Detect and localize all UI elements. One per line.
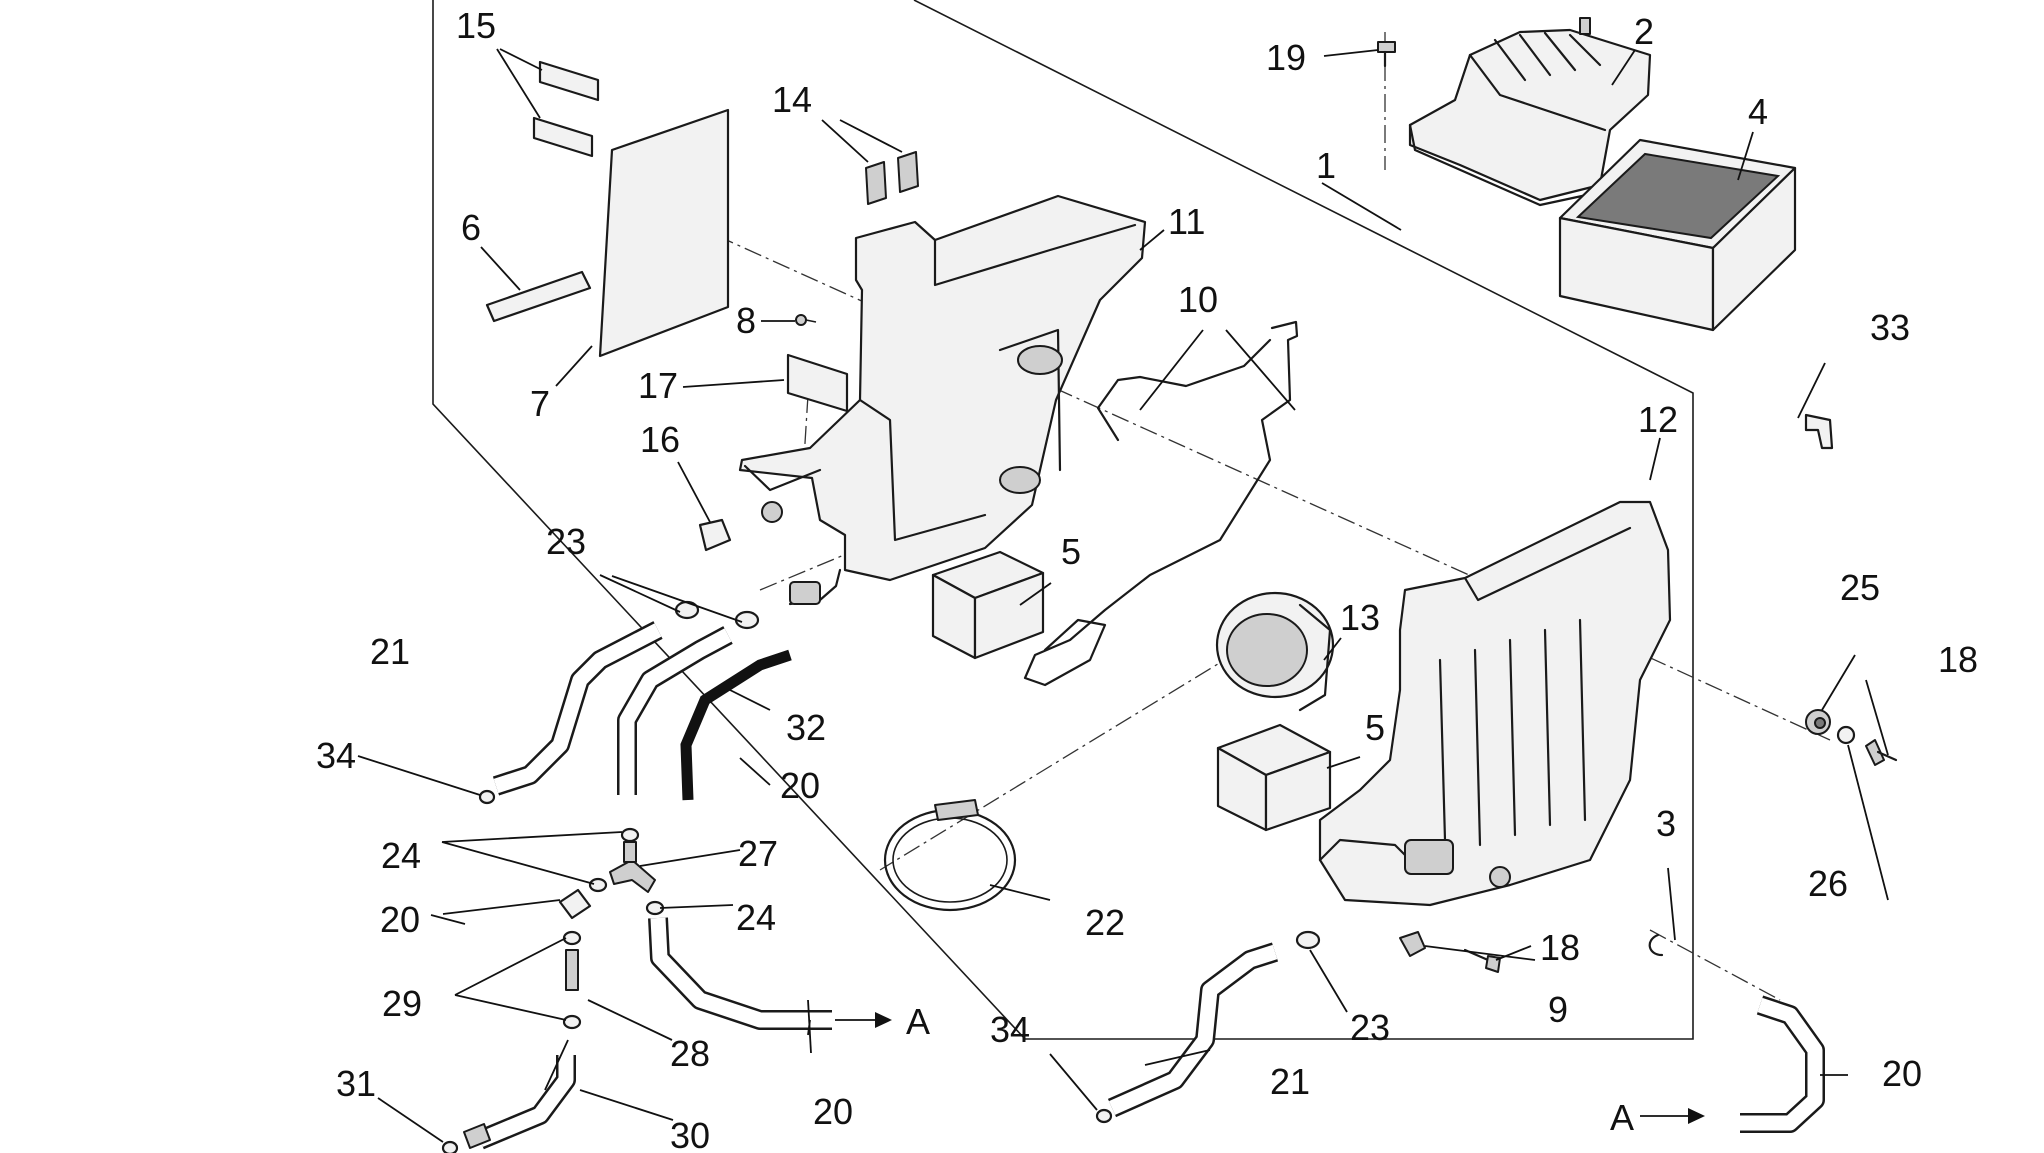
part-5-filter-upper <box>931 550 1045 660</box>
part-6-plate <box>485 270 592 323</box>
callout-29: 29 <box>382 983 422 1024</box>
part-13-sleeve <box>1215 591 1335 712</box>
callout-15: 15 <box>456 5 496 46</box>
part-16-cap <box>698 518 732 552</box>
callout-21-right: 21 <box>1270 1061 1310 1102</box>
part-22-clamp <box>883 799 1017 912</box>
part-26-washer <box>1836 725 1856 745</box>
hoses <box>476 621 1825 1150</box>
callout-26: 26 <box>1808 863 1848 904</box>
callout-7: 7 <box>530 383 550 424</box>
callout-34-bottom: 34 <box>990 1009 1030 1050</box>
callout-34-left: 34 <box>316 735 356 776</box>
part-19-screw <box>1377 41 1396 68</box>
callout-25: 25 <box>1840 567 1880 608</box>
callout-6: 6 <box>461 207 481 248</box>
arrow-label-from-a: A <box>1610 1097 1634 1138</box>
callout-20-right: 20 <box>1882 1053 1922 1094</box>
callout-23-lower: 23 <box>1350 1007 1390 1048</box>
callout-27: 27 <box>738 833 778 874</box>
callout-22: 22 <box>1085 902 1125 943</box>
fittings <box>441 600 1321 1153</box>
callout-labels: 1 2 3 4 5 5 6 7 8 9 10 11 12 13 14 15 16… <box>316 5 1978 1153</box>
callout-20-bottom: 20 <box>813 1091 853 1132</box>
callout-20-center: 20 <box>780 765 820 806</box>
callout-17: 17 <box>638 365 678 406</box>
callout-13: 13 <box>1340 597 1380 638</box>
part-14-clips <box>865 151 919 205</box>
callout-32: 32 <box>786 707 826 748</box>
callout-5-lower: 5 <box>1365 707 1385 748</box>
part-33-bracket <box>1804 413 1834 450</box>
callout-11: 11 <box>1168 201 1205 242</box>
callout-24-left: 24 <box>381 835 421 876</box>
part-15-labels <box>532 60 600 158</box>
part-12-housing <box>1318 500 1672 907</box>
part-10-gasket <box>1023 320 1299 687</box>
callout-21-left: 21 <box>370 631 410 672</box>
callout-10: 10 <box>1178 279 1218 320</box>
arrow-from-a <box>1640 1108 1705 1124</box>
callout-5-upper: 5 <box>1061 531 1081 572</box>
callout-9: 9 <box>1548 989 1568 1030</box>
arrow-label-to-a: A <box>906 1001 930 1042</box>
callout-24-right: 24 <box>736 897 776 938</box>
assembly-outline <box>432 0 1694 1040</box>
part-9-clip <box>1399 931 1426 957</box>
callout-2: 2 <box>1634 11 1654 52</box>
callout-23-upper: 23 <box>546 521 586 562</box>
callout-31: 31 <box>336 1063 376 1104</box>
leader-lines <box>357 48 1889 1143</box>
part-8-screw <box>795 314 817 326</box>
callout-14: 14 <box>772 79 812 120</box>
part-17-bracket <box>786 353 849 413</box>
callout-33: 33 <box>1870 307 1910 348</box>
part-25-grommet <box>1805 709 1831 735</box>
part-4-filter <box>1558 138 1797 332</box>
callout-30: 30 <box>670 1115 710 1153</box>
callout-3: 3 <box>1656 803 1676 844</box>
part-5-filter-lower <box>1216 723 1332 832</box>
arrow-to-a <box>835 1012 892 1028</box>
part-3-clip <box>1648 933 1664 957</box>
callout-12: 12 <box>1638 399 1678 440</box>
part-2-cover <box>1408 17 1652 207</box>
callout-4: 4 <box>1748 91 1768 132</box>
callout-18-right: 18 <box>1938 639 1978 680</box>
part-7-panel <box>598 108 730 358</box>
callout-28: 28 <box>670 1033 710 1074</box>
callout-18-lower: 18 <box>1540 927 1580 968</box>
callout-1: 1 <box>1316 145 1336 186</box>
callout-19: 19 <box>1266 37 1306 78</box>
callout-16: 16 <box>640 419 680 460</box>
part-11-housing <box>738 194 1147 606</box>
callout-20-left: 20 <box>380 899 420 940</box>
callout-8: 8 <box>736 300 756 341</box>
part-18-screw-right <box>1865 739 1898 766</box>
